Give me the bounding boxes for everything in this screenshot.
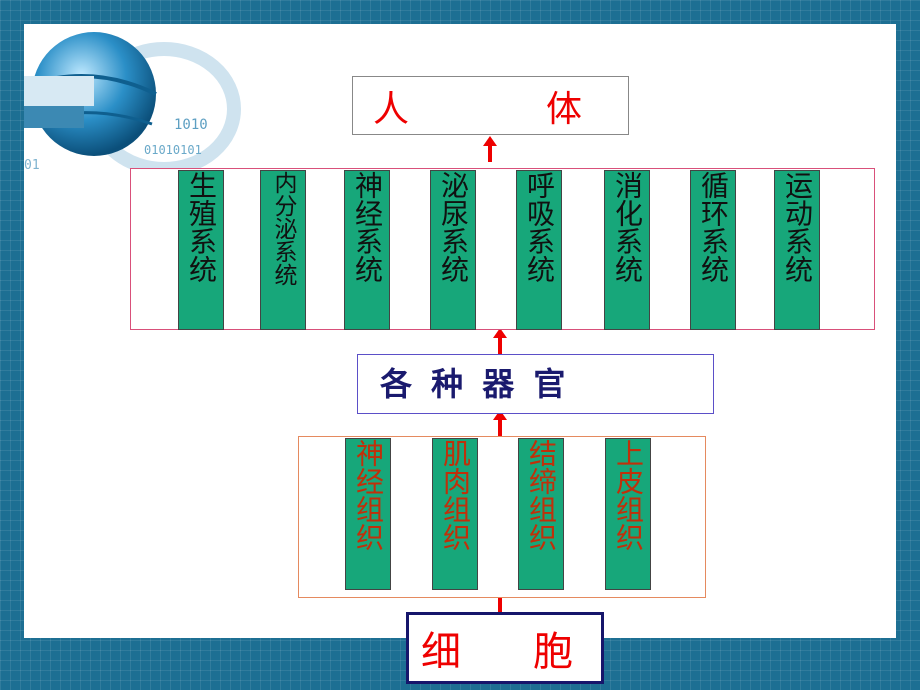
globe-logo-icon: 01010101 1010 01 <box>24 24 244 199</box>
system-cell: 泌尿系统 <box>430 170 476 330</box>
svg-text:1010: 1010 <box>174 117 208 133</box>
svg-text:01010101: 01010101 <box>144 143 202 157</box>
system-cell: 消化系统 <box>604 170 650 330</box>
cell-char: 胞 <box>533 629 573 675</box>
arrow-icon <box>493 328 507 354</box>
systems-box <box>130 168 875 330</box>
tissue-cell: 上皮组织 <box>605 438 651 590</box>
system-cell: 神经系统 <box>344 170 390 330</box>
tissue-cell: 结缔组织 <box>518 438 564 590</box>
svg-text:01: 01 <box>24 158 40 173</box>
system-cell: 呼吸系统 <box>516 170 562 330</box>
system-cell: 生殖系统 <box>178 170 224 330</box>
body-char: 体 <box>545 88 582 130</box>
system-cell: 循环系统 <box>690 170 736 330</box>
system-cell: 内分泌系统 <box>260 170 306 330</box>
arrow-icon <box>493 410 507 436</box>
arrow-icon <box>483 136 497 162</box>
human-char: 人 <box>373 88 410 130</box>
tissue-cell: 神经组织 <box>345 438 391 590</box>
human-body-box: 人 体 <box>352 76 629 135</box>
thin-char: 细 <box>421 629 461 675</box>
system-cell: 运动系统 <box>774 170 820 330</box>
tissue-cell: 肌肉组织 <box>432 438 478 590</box>
cell-box: 细 胞 <box>406 612 604 684</box>
organs-box: 各 种 器 官 <box>357 354 714 414</box>
